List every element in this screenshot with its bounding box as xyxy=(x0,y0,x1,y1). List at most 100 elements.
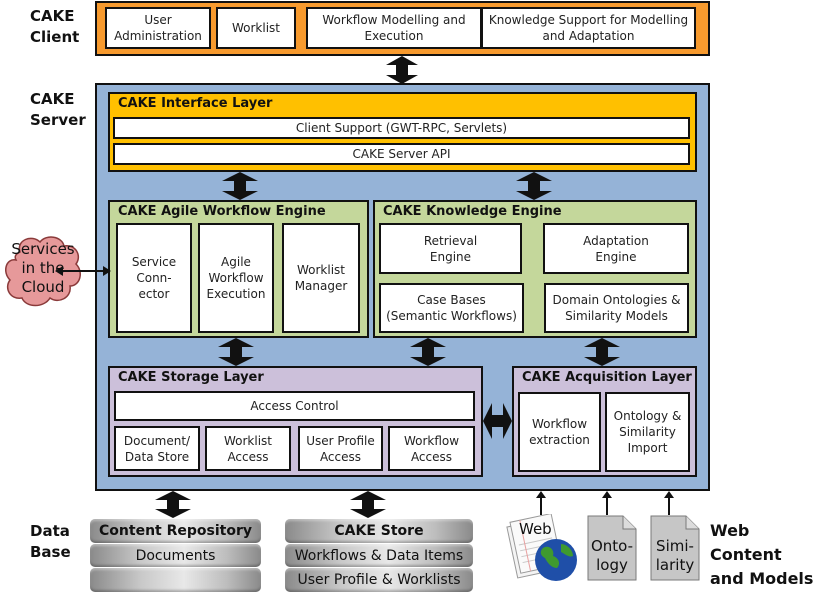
doc-text: Simi- xyxy=(656,537,694,555)
module-text: Engine xyxy=(595,249,637,264)
module-text: Case Bases xyxy=(417,293,486,307)
module-text: Worklist xyxy=(223,433,272,448)
knowledge-engine-title: CAKE Knowledge Engine xyxy=(383,204,562,219)
module-text: Execution xyxy=(206,287,266,301)
content-repository-row[interactable]: Documents xyxy=(90,544,261,567)
module-text: Access xyxy=(227,449,269,464)
module-text: Agile xyxy=(221,255,251,269)
web-content-label-line1: Web Content xyxy=(710,521,782,564)
similarity-label: Simi- larity xyxy=(650,537,700,575)
cloud-connector-arrow xyxy=(55,266,111,276)
cake-store-title[interactable]: CAKE Store xyxy=(285,519,473,543)
doc-text: logy xyxy=(596,556,628,574)
storage-acquisition-arrow xyxy=(483,403,512,439)
module-text: Access xyxy=(319,449,362,464)
db-text: Workflows & Data Items xyxy=(294,547,464,564)
server-api-box[interactable]: CAKE Server API xyxy=(113,143,690,165)
cake-store-row[interactable]: Workflows & Data Items xyxy=(285,544,473,567)
db-text: Content Repository xyxy=(99,523,252,539)
cloud-text: in the xyxy=(21,259,65,277)
module-text: Import xyxy=(627,441,668,455)
module-text: CAKE Server API xyxy=(352,147,451,161)
workflow-extraction-box[interactable]: Workflow extraction xyxy=(518,392,601,472)
ontology-label: Onto- logy xyxy=(587,537,637,575)
knowledge-acquisition-arrow xyxy=(584,338,620,366)
interface-knowledge-arrow xyxy=(516,172,552,200)
web-label: Web xyxy=(519,520,552,538)
module-text: Data Store xyxy=(124,449,190,464)
module-text: Access xyxy=(410,449,453,464)
interface-layer-title: CAKE Interface Layer xyxy=(118,96,273,111)
server-cake-store-arrow xyxy=(350,491,386,518)
case-bases-box[interactable]: Case Bases(Semantic Workflows) xyxy=(379,283,524,333)
doc-text: larity xyxy=(655,556,695,574)
web-arrow xyxy=(536,491,546,515)
ontology-arrow xyxy=(602,491,612,515)
module-text: User Profile xyxy=(306,433,375,448)
client-server-arrow xyxy=(386,56,418,84)
domain-ontologies-box[interactable]: Domain Ontologies & Similarity Models xyxy=(544,283,689,333)
similarity-document-icon xyxy=(650,515,700,581)
database-label: Data Base xyxy=(30,521,71,563)
module-text: Execution xyxy=(364,29,424,43)
module-text: Client Support (GWT-RPC, Servlets) xyxy=(295,121,508,135)
server-label-line2: Server xyxy=(30,111,86,129)
document-store-box[interactable]: Document/Data Store xyxy=(114,426,200,471)
module-text: Workflow xyxy=(531,417,588,431)
doc-text: Onto- xyxy=(590,537,634,555)
module-text: Worklist xyxy=(231,21,280,35)
cloud-text: Cloud xyxy=(21,278,65,296)
module-text: Conn- xyxy=(136,271,172,285)
module-text: Administration xyxy=(114,29,202,43)
module-text: Manager xyxy=(294,279,348,293)
db-text: User Profile & Worklists xyxy=(297,572,461,588)
knowledge-storage-arrow xyxy=(410,338,446,366)
database-label-line1: Data xyxy=(30,522,70,540)
client-module-worklist[interactable]: Worklist xyxy=(216,7,296,49)
cloud-text: Services xyxy=(11,240,75,258)
cloud-label: Services in the Cloud xyxy=(8,240,78,297)
web-content-label-line2: and Models xyxy=(710,569,814,588)
access-control-box[interactable]: Access Control xyxy=(114,391,475,421)
workflow-engine-title: CAKE Agile Workflow Engine xyxy=(118,204,326,219)
module-text: extraction xyxy=(529,433,590,447)
client-support-box[interactable]: Client Support (GWT-RPC, Servlets) xyxy=(113,117,690,139)
cloud-icon xyxy=(5,236,81,307)
web-content-label: Web Content and Models xyxy=(710,519,823,591)
module-text: and Adaptation xyxy=(542,29,635,43)
module-text: Workflow xyxy=(403,433,460,448)
similarity-arrow xyxy=(664,491,674,515)
module-text: Retrieval xyxy=(423,233,478,248)
module-text: Engine xyxy=(429,249,472,264)
client-module-knowledge-support[interactable]: Knowledge Support for Modelling and Adapt… xyxy=(481,7,696,49)
module-text: Ontology & xyxy=(613,409,682,423)
client-label: CAKE Client xyxy=(30,6,79,48)
module-text: Knowledge Support for Modelling xyxy=(488,13,689,27)
server-label-line1: CAKE xyxy=(30,90,75,108)
cake-store-row[interactable]: User Profile & Worklists xyxy=(285,568,473,592)
server-content-repository-arrow xyxy=(155,491,191,518)
content-repository-title[interactable]: Content Repository xyxy=(90,519,261,543)
module-text: Domain Ontologies & xyxy=(552,293,681,307)
module-text: Document/ xyxy=(123,433,191,448)
content-repository-row[interactable] xyxy=(90,568,261,592)
module-text: Adaptation xyxy=(583,233,649,248)
module-text: ector xyxy=(138,287,170,301)
interface-workflow-arrow xyxy=(222,172,258,200)
database-label-line2: Base xyxy=(30,543,71,561)
module-text: Access Control xyxy=(250,399,339,413)
workflow-storage-arrow xyxy=(218,338,254,366)
web-globe-icon xyxy=(506,514,577,581)
module-text: Similarity Models xyxy=(565,309,668,323)
